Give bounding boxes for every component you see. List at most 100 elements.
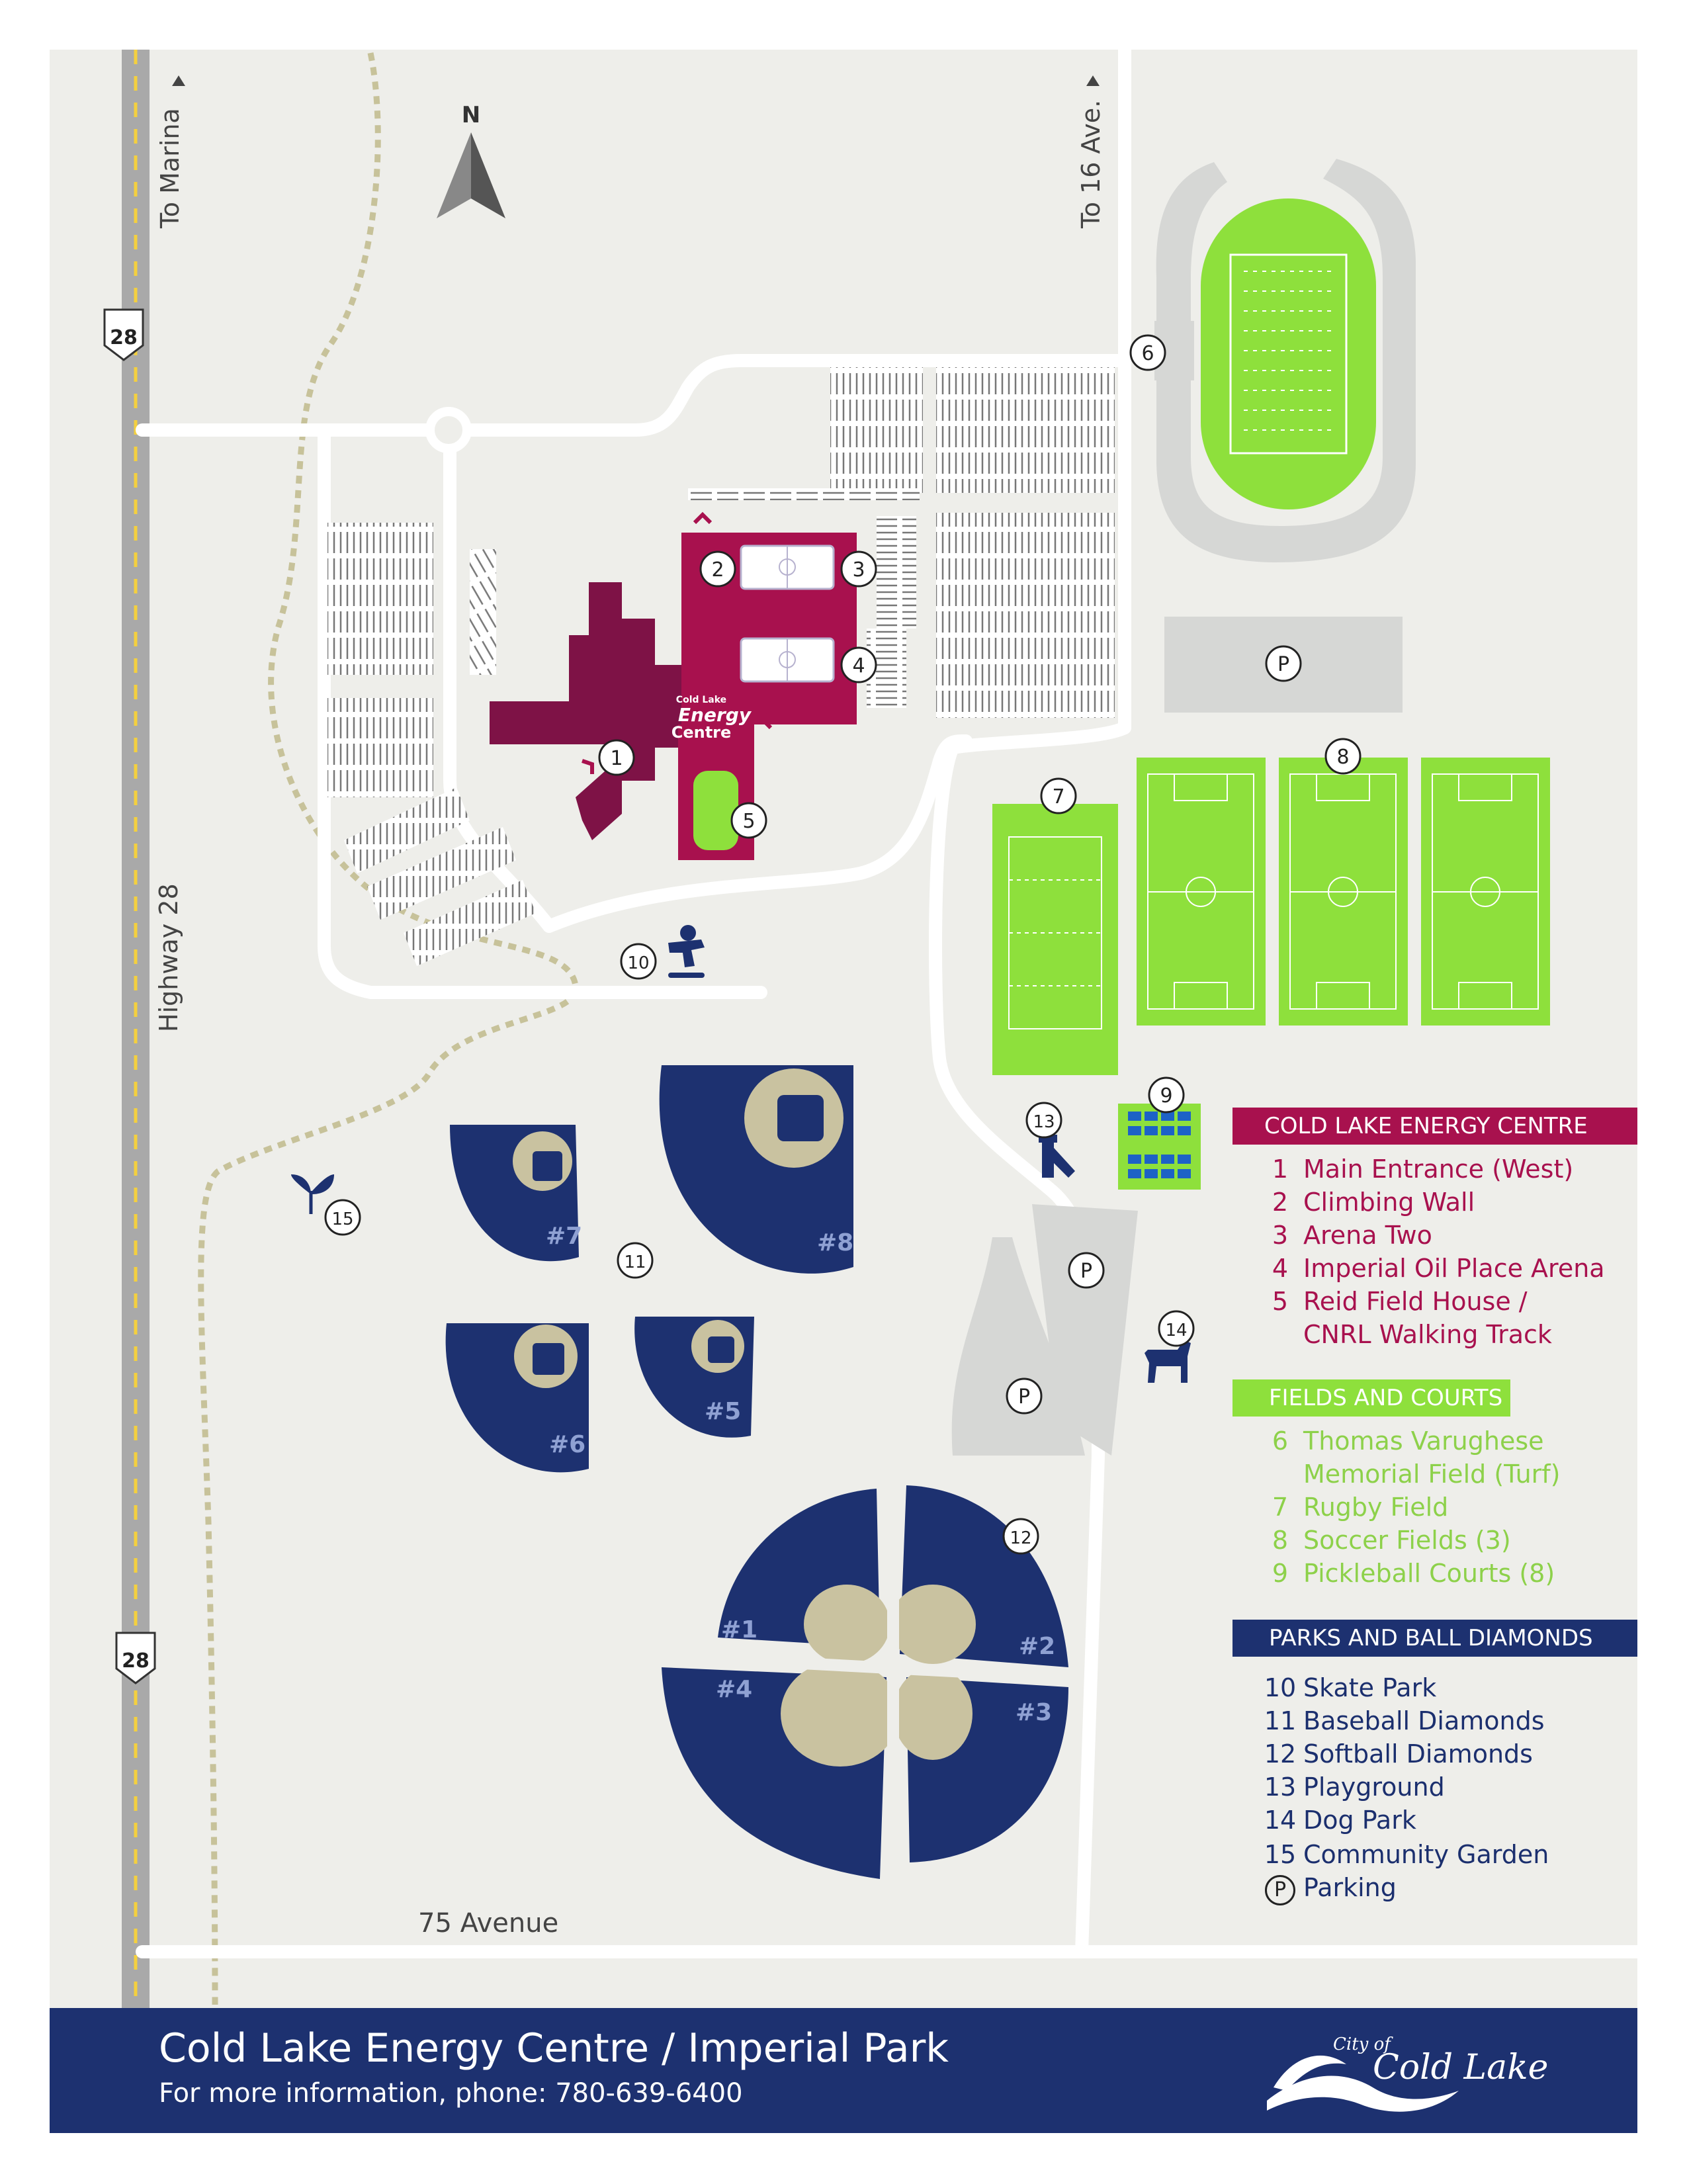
marker-6[interactable]: 6: [1129, 334, 1166, 371]
diamond-label-1: #1: [721, 1616, 757, 1643]
marker-15[interactable]: 15: [324, 1199, 361, 1236]
legend-header-fields: FIELDS AND COURTS: [1233, 1379, 1510, 1417]
legend-item-5b: CNRL Walking Track: [1257, 1318, 1552, 1351]
logo-city-of: City of: [1333, 2034, 1391, 2054]
legend-label: Arena Two: [1303, 1221, 1432, 1250]
skateboarder-icon: [668, 925, 705, 978]
legend-num: 9: [1272, 1559, 1289, 1588]
thomas-varughese-memorial-field: [1154, 159, 1416, 562]
diamond-label-2: #2: [1019, 1633, 1055, 1660]
marker-8[interactable]: 8: [1324, 738, 1362, 775]
marker-10[interactable]: 10: [620, 943, 657, 980]
legend-num: 3: [1272, 1221, 1289, 1250]
baseball-diamond-5: [634, 1317, 754, 1438]
legend-num: 2: [1272, 1188, 1289, 1217]
svg-text:P: P: [1277, 653, 1289, 676]
svg-text:Centre: Centre: [671, 723, 732, 742]
svg-text:4: 4: [852, 654, 865, 677]
soccer-field-1: [1137, 758, 1266, 1026]
legend-num: 15: [1264, 1840, 1297, 1869]
svg-text:2: 2: [711, 558, 724, 582]
parking-marker-south-2[interactable]: P: [1006, 1377, 1043, 1415]
baseball-diamond-6: [445, 1323, 589, 1473]
baseball-diamond-8: [659, 1065, 853, 1274]
highway-28-label: Highway 28: [154, 883, 183, 1032]
community-garden-icon: [291, 1174, 334, 1214]
svg-text:12: 12: [1010, 1528, 1031, 1548]
parking-lots-west: [327, 523, 536, 966]
svg-text:28: 28: [110, 326, 138, 349]
rugby-field: [992, 804, 1118, 1075]
highway-shield-top: 28: [103, 308, 144, 361]
marker-11[interactable]: 11: [617, 1242, 654, 1279]
marker-13[interactable]: 13: [1025, 1102, 1062, 1139]
legend-label: Climbing Wall: [1303, 1188, 1475, 1217]
to-16-ave-label: To 16 Ave.: [1076, 100, 1105, 229]
legend-label: Softball Diamonds: [1303, 1739, 1533, 1769]
legend-num: 14: [1264, 1806, 1297, 1835]
svg-text:6: 6: [1141, 342, 1154, 365]
legend-item-6b: Memorial Field (Turf): [1257, 1458, 1561, 1491]
svg-text:28: 28: [122, 1649, 150, 1673]
diamond-label-6: #6: [549, 1431, 585, 1458]
parking-marker-east[interactable]: P: [1265, 645, 1302, 682]
marker-9[interactable]: 9: [1148, 1076, 1185, 1114]
marker-4[interactable]: 4: [840, 646, 877, 683]
legend-item-2: 2 Climbing Wall: [1257, 1186, 1475, 1219]
marker-7[interactable]: 7: [1040, 777, 1077, 814]
roundabout: [425, 407, 472, 453]
to-16-ave-arrow: [1086, 75, 1100, 86]
marker-12[interactable]: 12: [1002, 1518, 1039, 1555]
marker-14[interactable]: 14: [1158, 1310, 1195, 1347]
north-arrow: N: [437, 102, 505, 218]
legend-label: CNRL Walking Track: [1303, 1320, 1552, 1349]
diamond-label-8: #8: [817, 1229, 853, 1256]
legend-header-energy-centre: COLD LAKE ENERGY CENTRE: [1233, 1108, 1637, 1145]
legend-item-3: 3 Arena Two: [1257, 1219, 1432, 1252]
marker-5[interactable]: 5: [730, 802, 767, 839]
parking-area-south: [951, 1204, 1138, 1456]
legend-label: Thomas Varughese: [1303, 1426, 1544, 1456]
svg-text:1: 1: [610, 747, 623, 770]
diamond-label-3: #3: [1016, 1699, 1052, 1726]
legend-label: Rugby Field: [1303, 1493, 1449, 1522]
diamond-label-7: #7: [546, 1223, 582, 1250]
legend-label: Reid Field House /: [1303, 1287, 1528, 1316]
marker-2[interactable]: 2: [699, 550, 736, 588]
diamond-label-5: #5: [705, 1398, 741, 1425]
energy-centre-building: Cold Lake Energy Centre: [490, 511, 857, 860]
svg-text:3: 3: [852, 558, 865, 582]
city-of-cold-lake-logo: City of Cold Lake: [1260, 2028, 1548, 2120]
legend-label: Soccer Fields (3): [1303, 1526, 1511, 1555]
svg-text:14: 14: [1165, 1321, 1187, 1340]
legend-num: 4: [1272, 1254, 1289, 1283]
parking-lots-north: [470, 367, 1115, 718]
legend-label: Main Entrance (West): [1303, 1155, 1574, 1184]
marker-1[interactable]: 1: [598, 739, 635, 776]
svg-text:9: 9: [1160, 1084, 1172, 1108]
marker-3[interactable]: 3: [840, 550, 877, 588]
legend-label: Memorial Field (Turf): [1303, 1460, 1561, 1489]
svg-text:5: 5: [742, 810, 755, 833]
parking-marker-south-1[interactable]: P: [1068, 1252, 1105, 1289]
parking-legend-icon: P: [1257, 1871, 1303, 1905]
highway-shield-bottom: 28: [115, 1632, 156, 1684]
svg-text:8: 8: [1336, 746, 1349, 769]
svg-text:Energy: Energy: [678, 704, 752, 726]
to-marina-label: To Marina: [155, 108, 185, 229]
legend-num: 13: [1264, 1772, 1297, 1802]
legend-label: Pickleball Courts (8): [1303, 1559, 1555, 1588]
legend-num: 7: [1272, 1493, 1289, 1522]
soccer-field-2: [1279, 758, 1408, 1026]
